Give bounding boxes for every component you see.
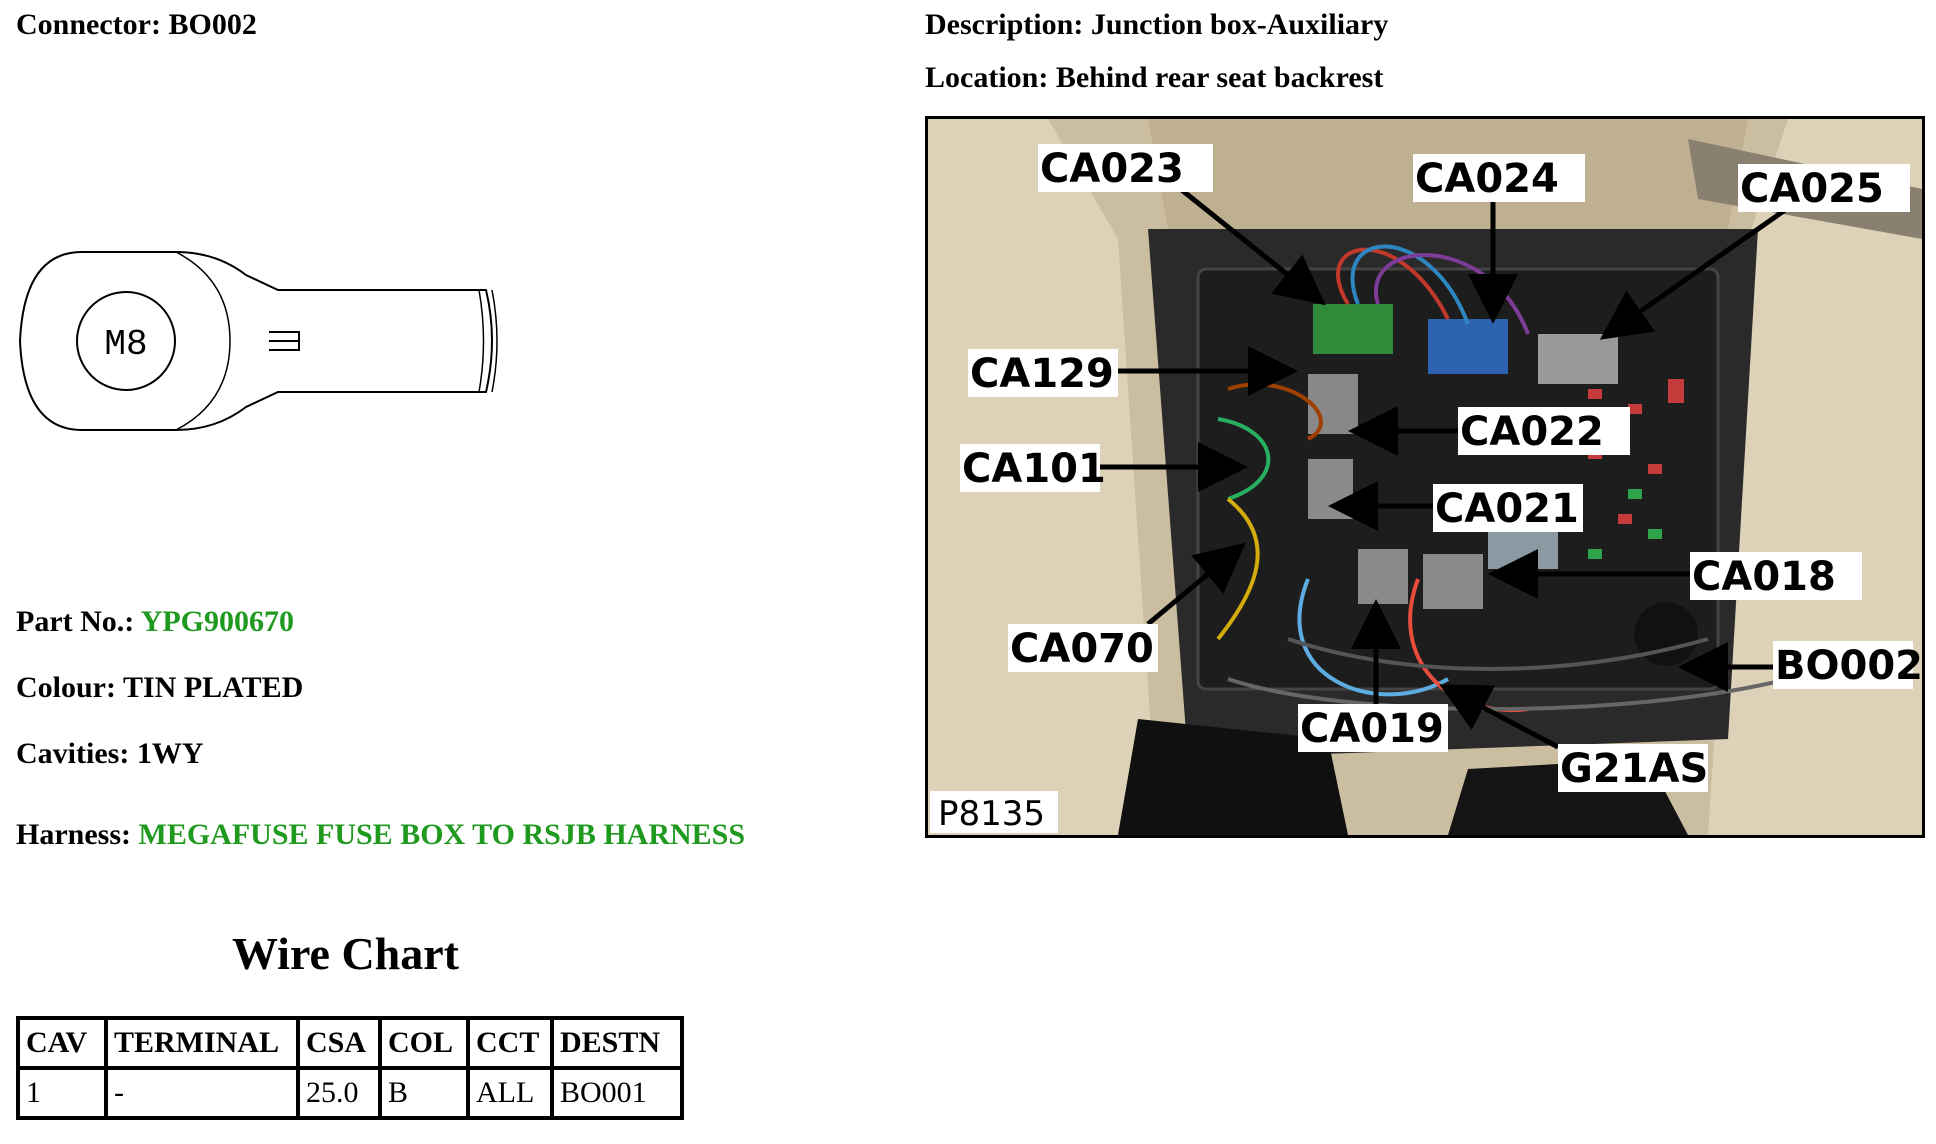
callout-ca024: CA024 [1413,154,1585,202]
part-number-value: YPG900670 [140,605,295,638]
col-header-terminal: TERMINAL [104,1016,300,1070]
table-header-row: CAV TERMINAL CSA COL CCT DESTN [16,1016,684,1070]
colour-value: TIN PLATED [122,671,304,704]
cavities-label: Cavities: [16,737,130,770]
callout-ca022: CA022 [1458,407,1630,455]
location-line: Location: Behind rear seat backrest [925,61,1383,95]
svg-text:CA022: CA022 [1460,409,1604,455]
connector-blue [1428,319,1508,374]
cell-csa: 25.0 [296,1066,382,1120]
harness-link[interactable]: MEGAFUSE FUSE BOX TO RSJB HARNESS [138,818,746,851]
svg-text:CA024: CA024 [1415,156,1559,202]
col-header-destn: DESTN [550,1016,684,1070]
colour-label: Colour: [16,671,116,704]
photo-id-label: P8135 [930,791,1058,834]
svg-text:CA023: CA023 [1040,146,1184,192]
svg-text:G21AS: G21AS [1560,746,1708,792]
ring-terminal-drawing: M8 [16,240,506,455]
cell-destn: BO001 [550,1066,684,1120]
wire-chart-table: CAV TERMINAL CSA COL CCT DESTN 1 - 25.0 … [16,1016,684,1120]
connector-line: Connector: BO002 [16,8,257,42]
connector-green [1313,304,1393,354]
cavities-value: 1WY [136,737,204,770]
harness-line: Harness: MEGAFUSE FUSE BOX TO RSJB HARNE… [16,818,745,852]
svg-text:CA019: CA019 [1300,706,1444,752]
location-photo: CA023 CA024 CA025 CA129 CA022 CA101 CA02… [925,116,1925,838]
stud-size-label: M8 [104,324,147,365]
callout-ca018: CA018 [1690,552,1862,600]
callout-ca023: CA023 [1038,144,1213,192]
junction-box-photo: CA023 CA024 CA025 CA129 CA022 CA101 CA02… [928,119,1922,835]
cell-cct: ALL [466,1066,554,1120]
connector-label: Connector: [16,8,161,41]
callout-ca021: CA021 [1433,484,1583,532]
cell-col: B [378,1066,470,1120]
colour-line: Colour: TIN PLATED [16,671,303,705]
ring-terminal-icon: M8 [18,251,498,431]
description-label: Description: [925,8,1084,41]
wire-chart-title: Wire Chart [232,928,459,979]
col-header-cav: CAV [16,1016,108,1070]
col-header-cct: CCT [466,1016,554,1070]
col-header-csa: CSA [296,1016,382,1070]
col-header-col: COL [378,1016,470,1070]
harness-label: Harness: [16,818,131,851]
svg-text:CA129: CA129 [970,351,1114,397]
callout-ca070: CA070 [1008,624,1158,672]
description-value: Junction box-Auxiliary [1090,8,1389,41]
svg-text:CA025: CA025 [1740,166,1884,212]
svg-text:CA018: CA018 [1692,554,1836,600]
callout-ca129: CA129 [968,349,1118,397]
location-value: Behind rear seat backrest [1055,61,1384,94]
part-number-label: Part No.: [16,605,135,638]
svg-text:CA070: CA070 [1010,626,1154,672]
part-number-line: Part No.: YPG900670 [16,605,294,639]
connector-value: BO002 [168,8,257,41]
cell-terminal: - [104,1066,300,1120]
callout-ca025: CA025 [1738,164,1910,212]
svg-text:CA021: CA021 [1435,486,1579,532]
cell-cav: 1 [16,1066,108,1120]
callout-bo002: BO002 [1773,641,1922,689]
callout-ca101: CA101 [960,444,1106,492]
location-label: Location: [925,61,1049,94]
callout-g21as: G21AS [1558,744,1708,792]
callout-ca019: CA019 [1298,704,1448,752]
svg-text:P8135: P8135 [938,794,1045,834]
svg-text:BO002: BO002 [1775,643,1922,689]
description-line: Description: Junction box-Auxiliary [925,8,1388,42]
table-row: 1 - 25.0 B ALL BO001 [16,1066,684,1120]
svg-text:CA101: CA101 [962,446,1106,492]
cavities-line: Cavities: 1WY [16,737,203,771]
